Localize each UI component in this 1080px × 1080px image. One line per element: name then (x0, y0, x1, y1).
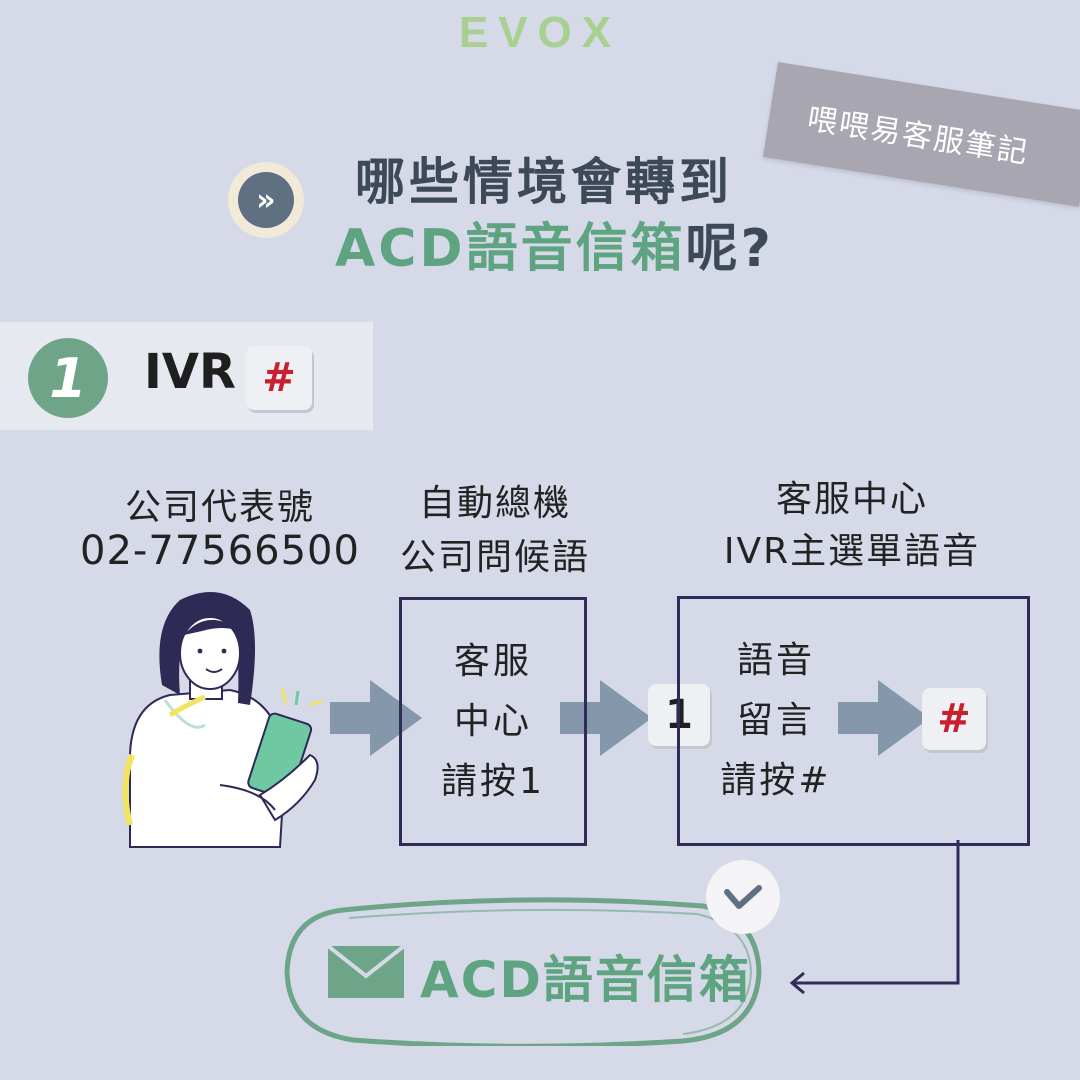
voicemail-outline (284, 897, 762, 1046)
switchboard-box-line: 請按1 (441, 761, 545, 802)
step-number-badge: 1 (28, 338, 108, 418)
switchboard-box: 客服 中心 請按1 (399, 597, 587, 846)
connector-arrow (789, 840, 960, 995)
service-center-box: 語音 留言 請按# (677, 596, 1030, 846)
service-center-label: 客服中心 (775, 479, 928, 520)
envelope-icon (328, 946, 404, 998)
switchboard-box-line: 中心 (453, 701, 532, 742)
arrow-right-icon-2 (560, 680, 652, 756)
tape-note-text: 喂喂易客服筆記 (804, 101, 1032, 172)
switchboard-label: 自動總機 (418, 483, 571, 524)
service-box-line: 留言 (736, 700, 815, 741)
switchboard-greeting-label: 公司問候語 (399, 537, 590, 578)
ivr-menu-label: IVR主選單語音 (723, 531, 981, 572)
switchboard-box-line: 客服 (453, 641, 532, 682)
check-icon (706, 860, 780, 934)
double-chevron-glyph: » (238, 172, 294, 228)
key-hash: # (922, 688, 986, 750)
page-title-suffix: 呢? (685, 219, 774, 279)
caller-phone-number: 02-77566500 (80, 528, 360, 574)
page-title-highlight: ACD語音信箱 (335, 219, 686, 279)
caller-label: 公司代表號 (124, 487, 315, 528)
voicemail-label: ACD語音信箱 (420, 951, 751, 1009)
tape-note: 喂喂易客服筆記 (762, 62, 1080, 207)
page-title-line1: 哪些情境會轉到 (355, 153, 733, 211)
double-chevron-right-icon: » (228, 162, 304, 238)
person-with-phone-illustration (122, 592, 323, 848)
page-title-line2: ACD語音信箱呢? (335, 206, 774, 281)
arrow-right-icon-3 (838, 680, 930, 756)
arrow-right-icon-1 (330, 680, 422, 756)
service-box-line: 語音 (736, 640, 815, 681)
brand-logo: EVOX (458, 8, 622, 57)
check-icon-glyph (724, 885, 762, 909)
step-hash-key: # (246, 346, 312, 410)
service-box-line: 請按# (720, 760, 832, 801)
step-label: IVR (144, 344, 236, 400)
